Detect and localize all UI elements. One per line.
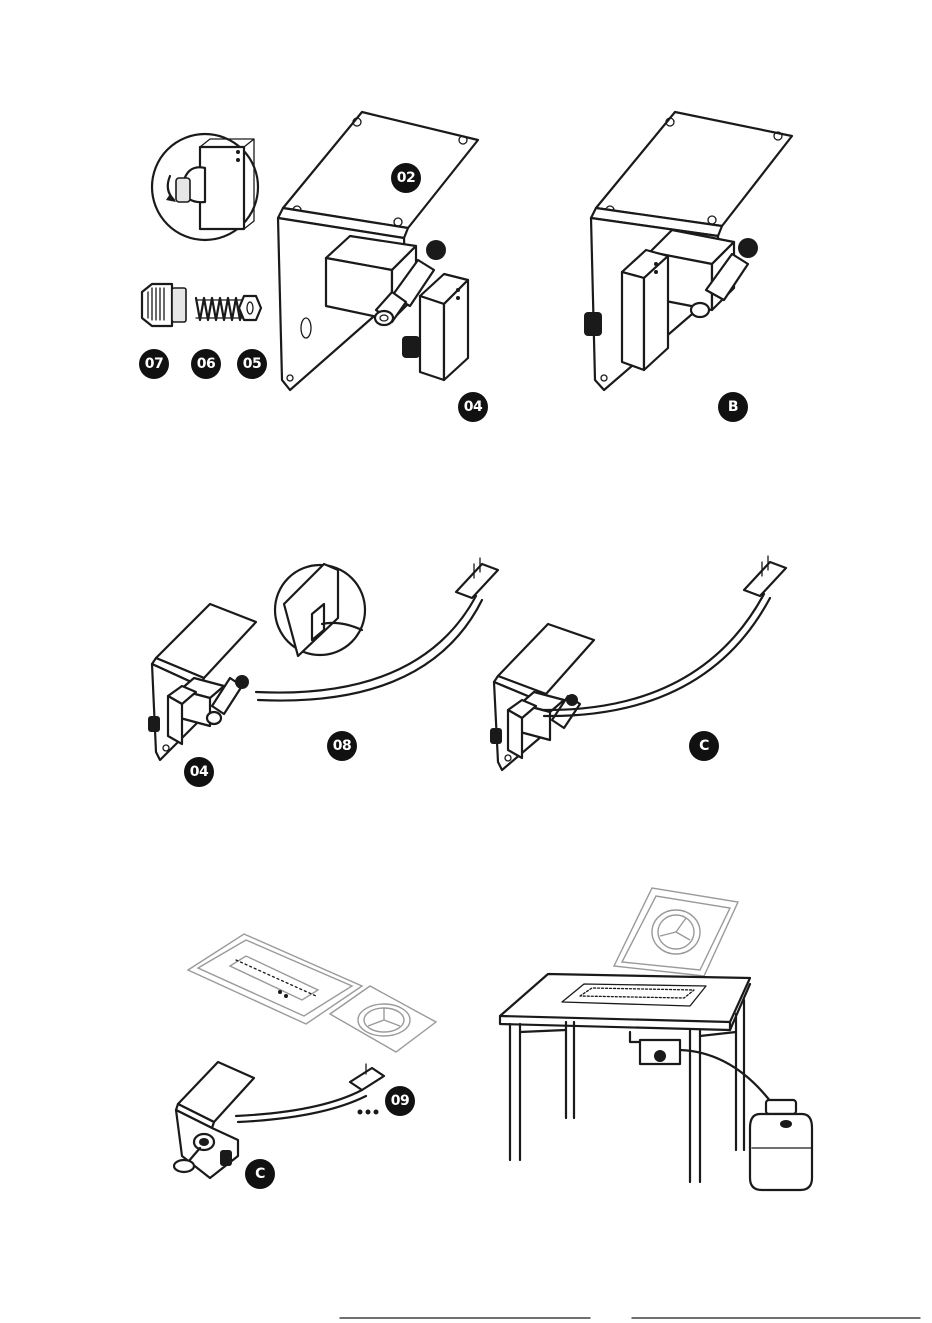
hex-nut-icon: [239, 296, 261, 320]
ring-burner-icon: [330, 986, 436, 1052]
knob-icon: [142, 284, 186, 326]
zoom-detail-connector-icon: [275, 564, 365, 656]
part-label-04-mid: 04: [184, 757, 214, 787]
table-frame-icon: [500, 974, 750, 1182]
panel-c-wire-attached: [490, 556, 786, 770]
step-label-c-bottom: C: [245, 1159, 275, 1189]
panel-wire-connection: [148, 558, 498, 760]
panel-table-installation: [500, 888, 812, 1190]
valve-box-under-table-icon: [630, 1032, 680, 1064]
step-label-c-mid: C: [689, 731, 719, 761]
panel-b-assembled-view: [584, 112, 792, 390]
part-label-08: 08: [327, 731, 357, 761]
part-label-02: 02: [391, 163, 421, 193]
part-label-09: 09: [385, 1086, 415, 1116]
part-label-04-top: 04: [458, 392, 488, 422]
ring-burner-icon-table: [614, 888, 738, 976]
panel-a-exploded-view: [142, 112, 478, 390]
part-label-06: 06: [191, 349, 221, 379]
part-label-07: 07: [139, 349, 169, 379]
zoom-detail-knob-icon: [152, 134, 258, 240]
step-label-b: B: [718, 392, 748, 422]
panel-burner-options: [174, 934, 436, 1178]
part-label-05: 05: [237, 349, 267, 379]
continuation-dots: [358, 1110, 379, 1115]
